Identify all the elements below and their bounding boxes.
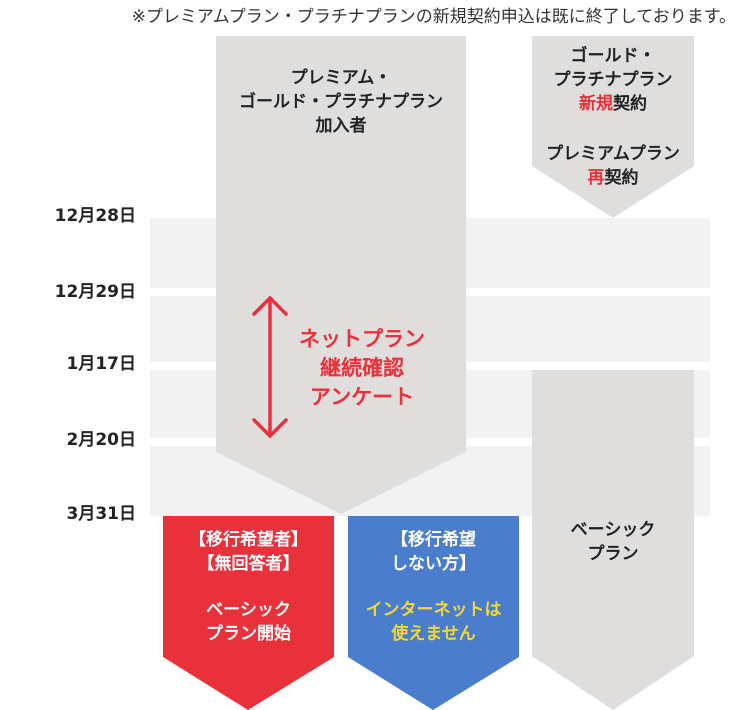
re-contract-accent: 再 (587, 168, 605, 188)
existing-members-arrow (216, 36, 466, 514)
outcome-red-line2: 【無回答者】 (197, 554, 300, 574)
survey-line3: アンケート (309, 385, 415, 409)
survey-line2: 継続確認 (320, 356, 404, 380)
outcome-blue-label: 【移行希望 しない方】 インターネットは 使えません (348, 528, 519, 646)
new-contract-label: ゴールド・ プラチナプラン 新規契約 プレミアムプラン 再契約 (532, 44, 694, 190)
outcome-blue-arrow (348, 516, 519, 710)
notice-text: ※プレミアムプラン・プラチナプランの新規契約申込は既に終了しております。 (131, 7, 736, 27)
re-contract-line1: プレミアムプラン (546, 144, 680, 164)
outcome-red-line1: 【移行希望者】 (189, 530, 308, 550)
existing-members-line2: ゴールド・プラチナプラン (239, 92, 443, 112)
outcome-red-arrow (163, 516, 334, 710)
new-contract-arrow (532, 36, 694, 218)
date-label-5: 3月31日 (66, 504, 137, 524)
existing-members-line1: プレミアム・ (290, 68, 392, 88)
basic-plan-line2: プラン (587, 544, 639, 564)
new-contract-accent: 新規 (579, 94, 613, 114)
outcome-blue-line3: インターネットは (365, 600, 502, 620)
date-label-4: 2月20日 (66, 430, 137, 450)
date-label-1: 12月28日 (54, 206, 136, 226)
date-label-3: 1月17日 (66, 354, 137, 374)
existing-members-line3: 加入者 (315, 116, 367, 136)
existing-members-label: プレミアム・ ゴールド・プラチナプラン 加入者 (216, 66, 466, 138)
basic-plan-line1: ベーシック (570, 520, 656, 540)
re-contract-line2: 再契約 (532, 166, 694, 190)
survey-double-arrow (252, 296, 288, 438)
outcome-red-label: 【移行希望者】 【無回答者】 ベーシック プラン開始 (163, 528, 334, 646)
outcome-red-line3: ベーシック (206, 600, 291, 620)
outcome-red-line4: プラン開始 (206, 624, 291, 644)
basic-plan-arrow (532, 370, 694, 710)
survey-line1: ネットプラン (299, 327, 425, 351)
outcome-blue-line4: 使えません (391, 624, 476, 644)
new-contract-line2: プラチナプラン (553, 70, 673, 90)
basic-plan-label: ベーシック プラン (532, 518, 694, 566)
date-label-2: 12月29日 (54, 282, 136, 302)
outcome-blue-line2: しない方】 (391, 554, 476, 574)
new-contract-line3: 新規契約 (532, 92, 694, 116)
new-contract-rest: 契約 (613, 94, 647, 114)
outcome-blue-line1: 【移行希望 (391, 530, 476, 550)
survey-label: ネットプラン 継続確認 アンケート (292, 325, 432, 412)
new-contract-line1: ゴールド・ (570, 46, 656, 66)
re-contract-rest: 契約 (604, 168, 639, 188)
